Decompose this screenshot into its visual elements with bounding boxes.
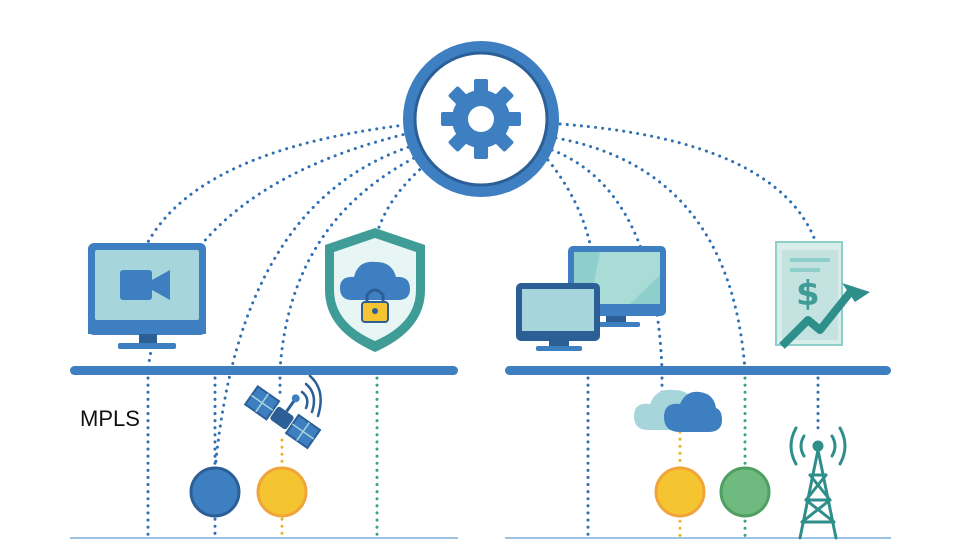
left-network-bar — [70, 366, 458, 375]
hub-link-dual-monitor — [546, 158, 592, 246]
financial-report-icon: $ — [775, 241, 870, 349]
mpls-label: MPLS — [80, 406, 140, 431]
hub-link-far-left — [146, 131, 412, 372]
dollar-sign-icon: $ — [796, 274, 820, 314]
hub-link-right-2 — [550, 148, 664, 372]
hub-link-report — [558, 122, 817, 242]
hub-link-left-3 — [278, 153, 422, 372]
yellow-circle-node — [256, 466, 308, 518]
yellow-circle-node — [654, 466, 706, 518]
dual-monitor-icon — [516, 246, 666, 351]
hub-link-left-2 — [213, 143, 417, 472]
video-monitor-icon — [88, 243, 206, 349]
green-circle-node — [719, 466, 771, 518]
cloud-lock-shield-icon — [325, 228, 425, 352]
right-network-bar — [505, 366, 891, 375]
blue-circle-node — [189, 466, 241, 518]
hub-link-right-3 — [554, 136, 747, 372]
hub-links — [146, 122, 817, 472]
cloud-icon — [634, 389, 722, 432]
cell-tower-icon — [789, 426, 847, 540]
hub-link-shield — [376, 163, 427, 232]
signal-waves-icon — [300, 374, 322, 418]
satellite-icon — [243, 384, 322, 450]
hub-node — [403, 41, 559, 197]
gear-icon — [441, 79, 521, 159]
hub-link-video-monitor — [146, 123, 407, 244]
drop-links — [146, 376, 820, 540]
